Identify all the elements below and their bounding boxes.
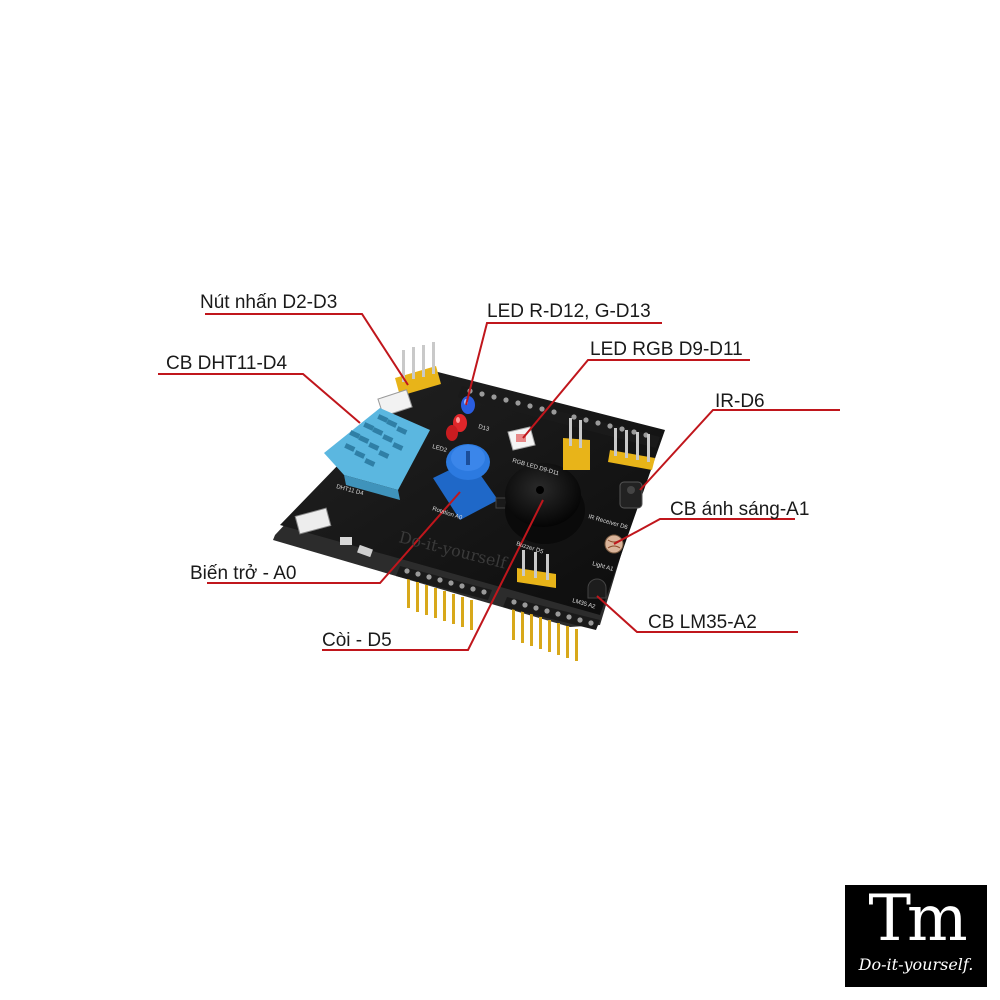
smd-part (357, 544, 373, 558)
tactile-button (294, 507, 332, 535)
top-header-row (458, 386, 660, 448)
dht11-sensor (324, 408, 430, 500)
bottom-header-pins (407, 578, 578, 661)
label-ir: IR-D6 (715, 391, 765, 412)
label-buzzer: Còi - D5 (322, 630, 392, 651)
label-lm35: CB LM35-A2 (648, 612, 757, 633)
label-dht11: CB DHT11-D4 (166, 353, 288, 374)
label-light: CB ánh sáng-A1 (670, 499, 810, 520)
label-led-rgb: LED RGB D9-D11 (590, 339, 743, 360)
silk-light: Light A1 (591, 561, 614, 573)
silk-d13: D13 (477, 424, 490, 433)
bottom-yellow-header (517, 550, 556, 588)
potentiometer (433, 444, 498, 520)
silk-led: LED2 (431, 444, 448, 454)
logo-mark: Tm (868, 882, 967, 956)
label-button: Nút nhấn D2-D3 (200, 292, 338, 313)
leader-pot (207, 491, 461, 584)
buzzer (505, 463, 585, 544)
leader-ir (639, 409, 840, 491)
leader-buzzer (322, 499, 544, 651)
ir-receiver (619, 481, 643, 509)
label-led-rg: LED R-D12, G-D13 (487, 301, 651, 322)
leader-lm35 (596, 595, 798, 633)
right-yellow-headers (563, 418, 655, 470)
brand-logo: Tm Do-it-yourself. (845, 885, 987, 987)
leader-light (613, 518, 795, 545)
leader-button (205, 313, 409, 386)
label-pot: Biến trở - A0 (190, 563, 297, 584)
connector-white-1 (377, 389, 413, 417)
logo-tagline: Do-it-yourself. (858, 955, 974, 974)
leader-dht11 (158, 373, 361, 424)
smd-led (340, 537, 352, 545)
leader-led-rgb (522, 359, 750, 439)
button-header (395, 342, 441, 396)
bottom-header-row (396, 566, 600, 630)
lm35-sensor (587, 578, 607, 599)
leader-led-rg (465, 322, 662, 406)
led-red (446, 414, 467, 441)
leader-lines (158, 313, 840, 651)
